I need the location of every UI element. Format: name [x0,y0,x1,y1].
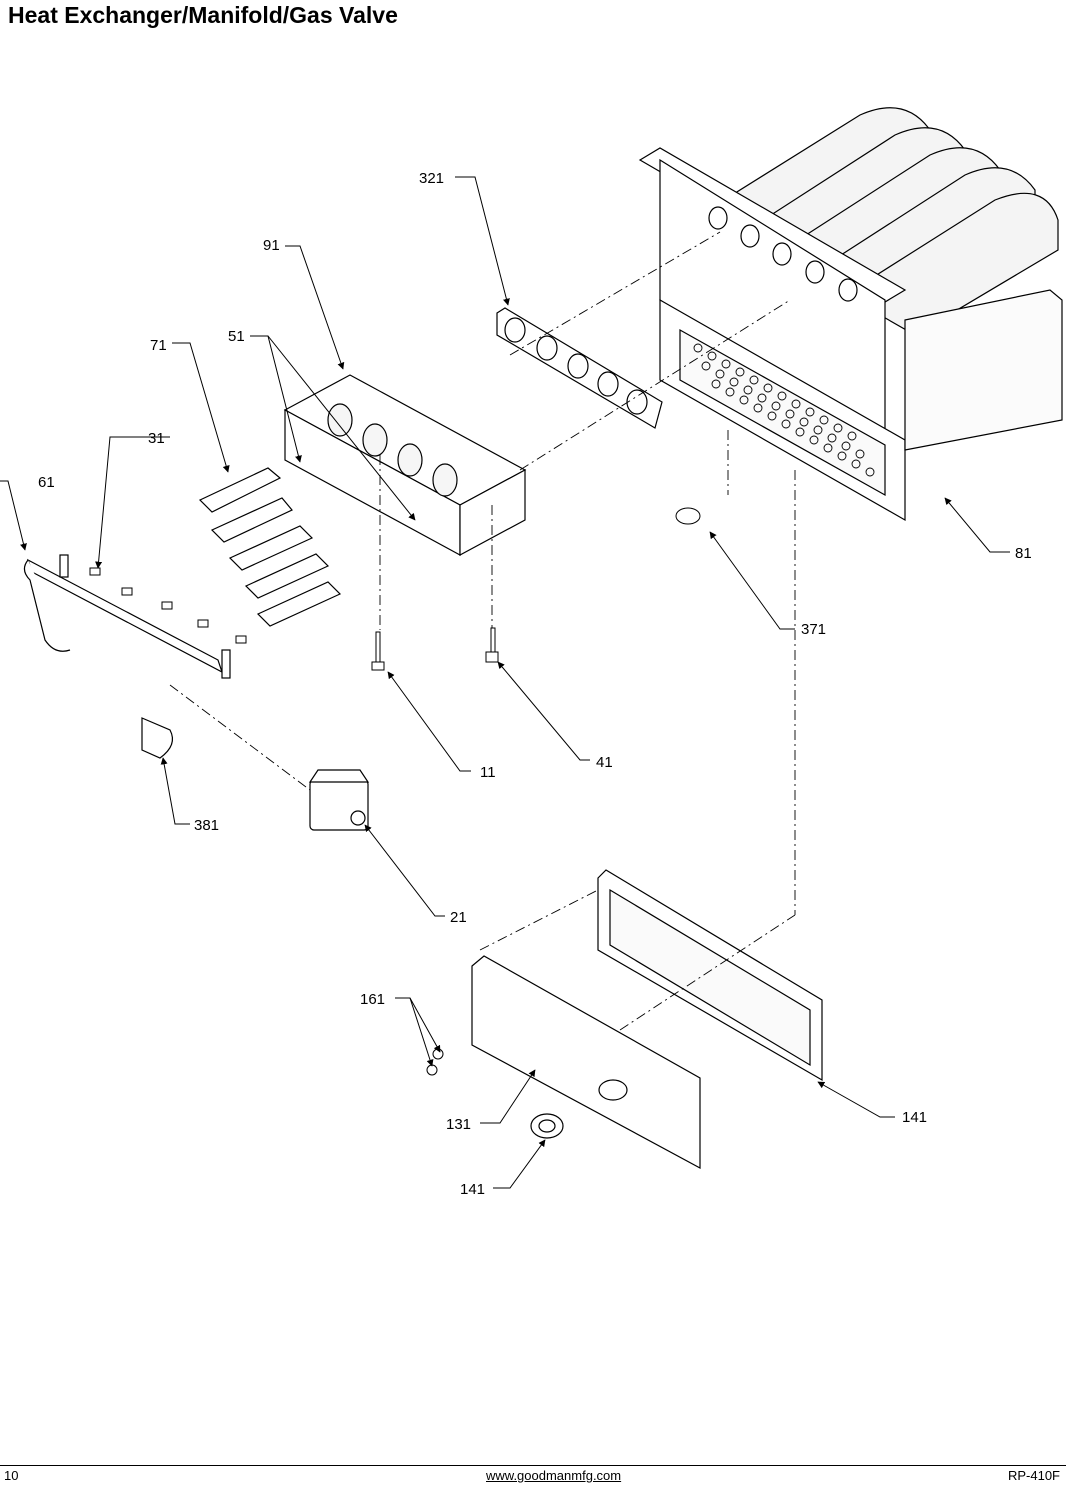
collector-gasket [597,869,823,1082]
callout-51: 51 [228,328,245,345]
page-number: 10 [4,1468,19,1483]
burner-bracket [283,374,527,557]
gasket-plate [496,307,663,429]
orifices [89,567,247,644]
flame-sensor [485,627,499,663]
heat-exchanger [638,107,1063,522]
rollout-switch [675,507,701,525]
gas-valve [308,769,370,831]
callout-371: 371 [801,621,826,638]
screws [426,1048,444,1076]
burners [198,467,342,627]
callout-141-grommet: 141 [460,1181,485,1198]
callout-11: 11 [480,764,496,781]
callout-81: 81 [1015,545,1032,562]
callout-labels: 321 91 71 51 31 61 81 371 11 41 381 21 1… [38,170,1032,1198]
callout-31: 31 [148,430,165,447]
callout-61: 61 [38,474,55,491]
manifold [23,554,231,679]
grommet [530,1113,564,1139]
footer-rule [0,1465,1066,1466]
callout-41: 41 [596,754,613,771]
callout-381: 381 [194,817,219,834]
pressure-switch [141,717,173,759]
callout-91: 91 [263,237,280,254]
callout-161: 161 [360,991,385,1008]
page-title: Heat Exchanger/Manifold/Gas Valve [8,2,398,28]
callout-321: 321 [419,170,444,187]
assembly-lines [169,231,796,1031]
igniter [371,631,385,671]
collector-box [471,955,701,1170]
callout-131: 131 [446,1116,471,1133]
callout-leaders [0,176,1010,1189]
doc-code: RP-410F [1007,1468,1060,1483]
callout-71: 71 [150,337,167,354]
callout-141-gasket: 141 [902,1109,927,1126]
callout-21: 21 [450,909,467,926]
footer-link[interactable]: www.goodmanmfg.com [486,1468,622,1483]
